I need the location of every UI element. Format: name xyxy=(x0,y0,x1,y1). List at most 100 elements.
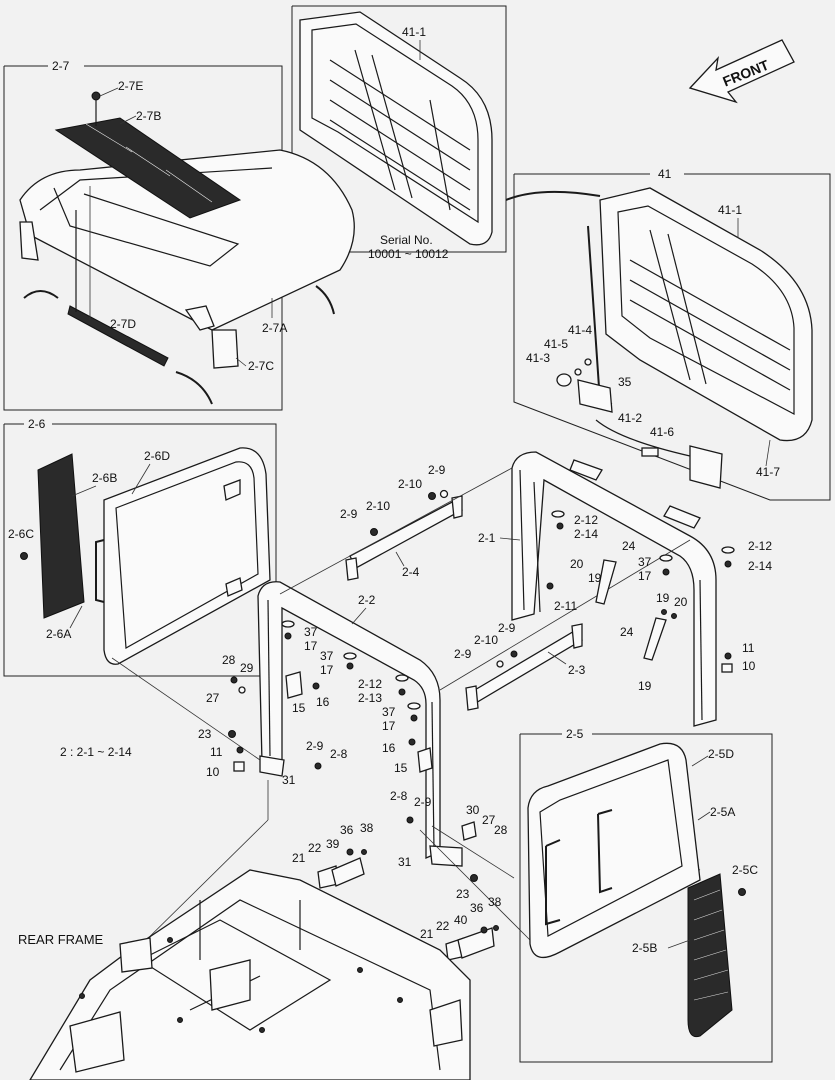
callout-37-d: 37 xyxy=(382,705,396,719)
rear-frame-label: REAR FRAME xyxy=(18,932,104,947)
callout-2-12-c: 2-12 xyxy=(358,677,382,691)
callout-17-a: 17 xyxy=(638,569,652,583)
callout-19-b: 19 xyxy=(656,591,670,605)
frame-2-2 xyxy=(257,581,463,867)
callout-2-4: 2-4 xyxy=(402,565,420,579)
callout-40: 40 xyxy=(454,913,468,927)
box-2-5: 2-5 xyxy=(519,727,773,1063)
callout-22-a: 22 xyxy=(308,841,322,855)
box-2-6-label: 2-6 xyxy=(28,417,46,431)
callout-27-a: 27 xyxy=(206,691,220,705)
box-2-7-label: 2-7 xyxy=(52,59,70,73)
callout-41-7: 41-7 xyxy=(756,465,780,479)
callout-2-9-e: 2-9 xyxy=(306,739,324,753)
callout-11-a: 11 xyxy=(742,641,755,655)
callout-41-3: 41-3 xyxy=(526,351,550,365)
callout-2-5C: 2-5C xyxy=(732,863,758,877)
callout-23-b: 23 xyxy=(456,887,470,901)
callout-2-7A: 2-7A xyxy=(262,321,287,335)
callout-31-a: 31 xyxy=(282,773,296,787)
callout-41-1-top: 41-1 xyxy=(402,25,426,39)
callout-23-a: 23 xyxy=(198,727,212,741)
callout-24-a: 24 xyxy=(622,539,636,553)
callout-10-b: 10 xyxy=(206,765,220,779)
box-2-7: 2-7 xyxy=(3,59,355,411)
callout-2-9-a: 2-9 xyxy=(340,507,358,521)
callout-2-6A: 2-6A xyxy=(46,627,71,641)
callout-15-a: 15 xyxy=(292,701,306,715)
callout-37-a: 37 xyxy=(638,555,652,569)
callout-2-8-a: 2-8 xyxy=(330,747,348,761)
callout-28-a: 28 xyxy=(222,653,236,667)
callout-35: 35 xyxy=(618,375,632,389)
callout-41-6: 41-6 xyxy=(650,425,674,439)
callout-37-b: 37 xyxy=(304,625,318,639)
callout-2-13: 2-13 xyxy=(358,691,382,705)
callout-2-10-b: 2-10 xyxy=(398,477,422,491)
callout-2-6C: 2-6C xyxy=(8,527,34,541)
callout-17-c: 17 xyxy=(320,663,334,677)
callout-37-c: 37 xyxy=(320,649,334,663)
callout-2-9-b: 2-9 xyxy=(428,463,446,477)
callout-2-10-a: 2-10 xyxy=(366,499,390,513)
gas-springs xyxy=(595,559,667,661)
group-note: 2 : 2-1 ~ 2-14 xyxy=(60,745,132,759)
callout-16-b: 16 xyxy=(382,741,396,755)
callout-21-b: 21 xyxy=(420,927,434,941)
callout-2-2: 2-2 xyxy=(358,593,376,607)
callout-19-a: 19 xyxy=(588,571,602,585)
crossbar-2-3 xyxy=(465,623,583,711)
callout-29: 29 xyxy=(240,661,254,675)
callout-41-5: 41-5 xyxy=(544,337,568,351)
link-arrow xyxy=(505,190,601,201)
box-41-label: 41 xyxy=(658,167,672,181)
callout-2-10-c: 2-10 xyxy=(474,633,498,647)
callout-39: 39 xyxy=(326,837,340,851)
callout-31-b: 31 xyxy=(398,855,412,869)
callout-2-5A: 2-5A xyxy=(710,805,735,819)
rear-frame xyxy=(29,869,471,1080)
callout-24-b: 24 xyxy=(620,625,634,639)
callout-36-a: 36 xyxy=(340,823,354,837)
frame-2-1 xyxy=(511,451,717,727)
callout-10-a: 10 xyxy=(742,659,756,673)
callout-2-7D: 2-7D xyxy=(110,317,136,331)
serial-line1: Serial No. xyxy=(380,233,433,247)
callout-28-b: 28 xyxy=(494,823,508,837)
callout-20-b: 20 xyxy=(674,595,688,609)
serial-line2: 10001 ~ 10012 xyxy=(368,247,449,261)
callout-2-5B: 2-5B xyxy=(632,941,657,955)
callout-2-7C: 2-7C xyxy=(248,359,274,373)
box-2-6: 2-6 xyxy=(3,417,277,677)
callout-2-6B: 2-6B xyxy=(92,471,117,485)
callout-22-b: 22 xyxy=(436,919,450,933)
callout-17-b: 17 xyxy=(304,639,318,653)
callout-2-8-b: 2-8 xyxy=(390,789,408,803)
callout-36-b: 36 xyxy=(470,901,484,915)
callout-2-14-a: 2-14 xyxy=(574,527,598,541)
callout-17-d: 17 xyxy=(382,719,396,733)
callout-2-5D: 2-5D xyxy=(708,747,734,761)
callout-20-a: 20 xyxy=(570,557,584,571)
callout-2-12-b: 2-12 xyxy=(748,539,772,553)
crossbar-2-4 xyxy=(345,495,463,581)
callout-2-6D: 2-6D xyxy=(144,449,170,463)
callout-41-1-right: 41-1 xyxy=(718,203,742,217)
callout-27-b: 27 xyxy=(482,813,496,827)
callout-30: 30 xyxy=(466,803,480,817)
callout-2-9-f: 2-9 xyxy=(414,795,432,809)
callout-2-7E: 2-7E xyxy=(118,79,143,93)
box-41: 41 xyxy=(513,167,831,501)
callout-11-b: 11 xyxy=(210,745,223,759)
callout-2-11: 2-11 xyxy=(554,599,577,613)
callout-2-12-a: 2-12 xyxy=(574,513,598,527)
callout-2-14-b: 2-14 xyxy=(748,559,772,573)
callout-41-4: 41-4 xyxy=(568,323,592,337)
callout-2-7B: 2-7B xyxy=(136,109,161,123)
box-41-1-serial xyxy=(291,5,507,253)
box-2-5-label: 2-5 xyxy=(566,727,584,741)
callout-2-9-d: 2-9 xyxy=(454,647,472,661)
callout-2-1: 2-1 xyxy=(478,531,496,545)
callout-16-a: 16 xyxy=(316,695,330,709)
